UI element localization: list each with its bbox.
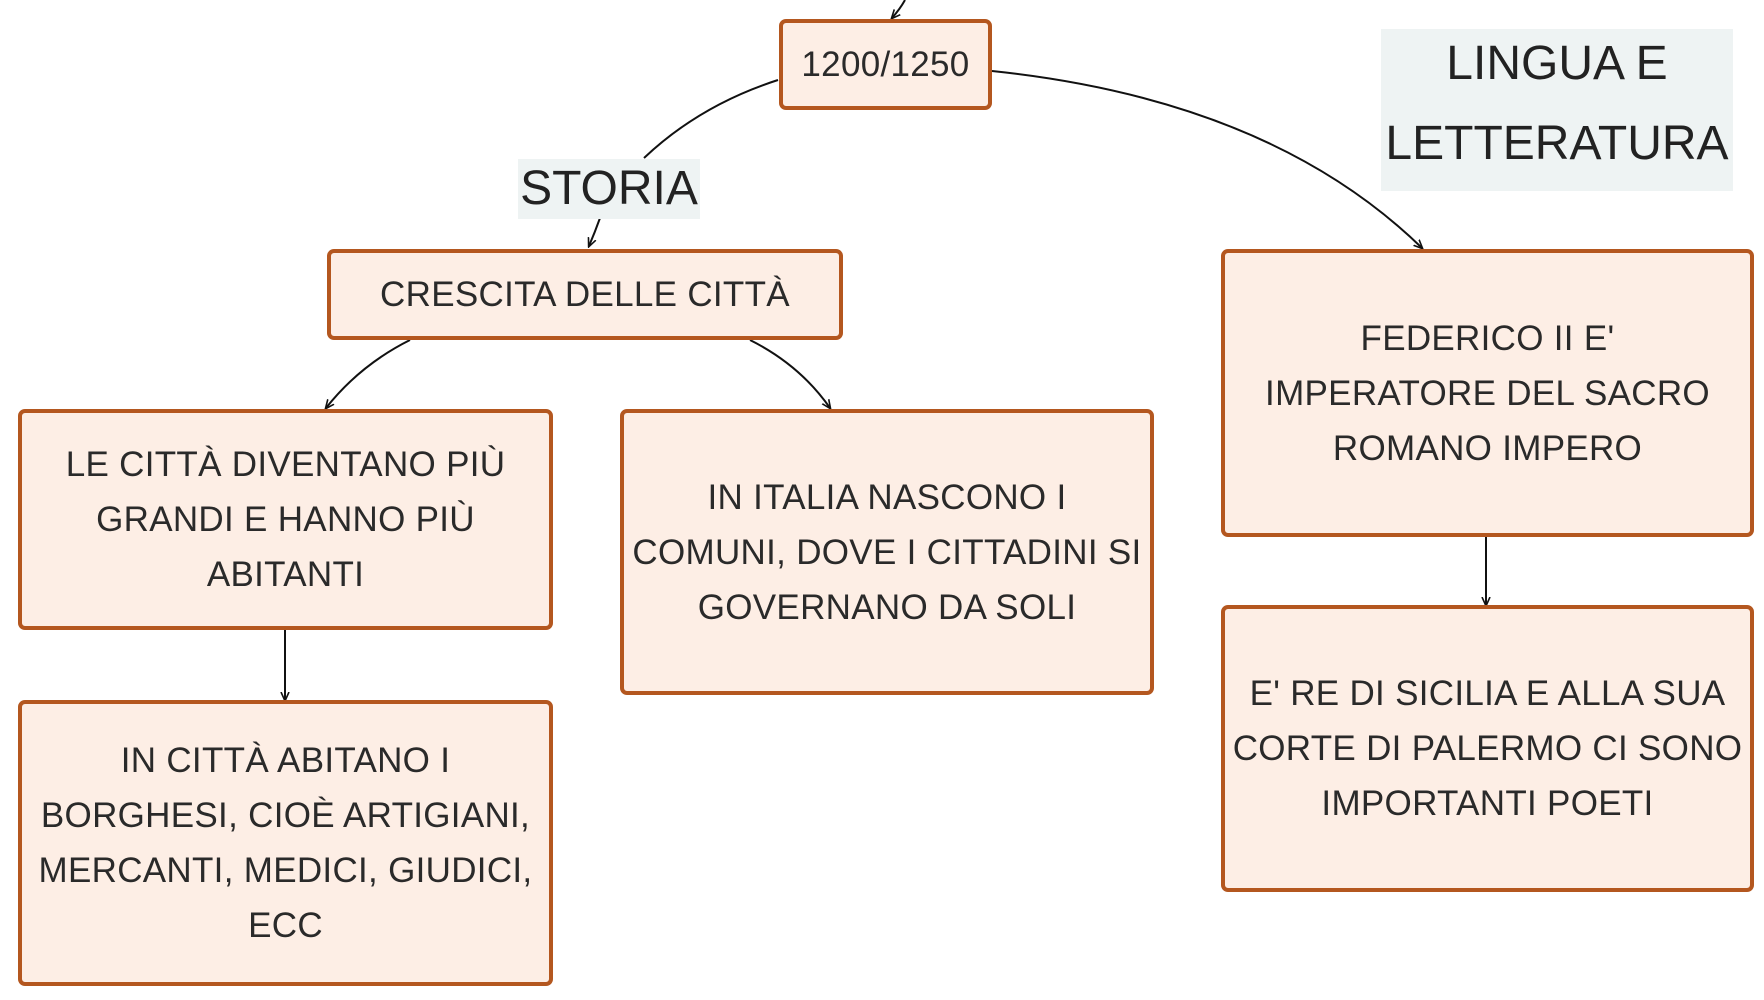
connector-root-to-federico — [991, 70, 1422, 248]
label-lingua-line2: LETTERATURA — [1385, 117, 1729, 170]
node-federico-ii[interactable]: FEDERICO II E' IMPERATORE DEL SACRO ROMA… — [1221, 249, 1754, 537]
connector-crescita-to-comuni — [749, 339, 830, 408]
connector-storia-to-crescita — [589, 217, 601, 246]
connector-top-incoming — [892, 0, 906, 18]
node-citta-grandi[interactable]: LE CITTÀ DIVENTANO PIÙ GRANDI E HANNO PI… — [18, 409, 553, 630]
label-storia: STORIA — [518, 159, 700, 219]
connector-crescita-to-citta-grandi — [326, 339, 411, 408]
node-crescita-delle-citta[interactable]: CRESCITA DELLE CITTÀ — [327, 249, 843, 340]
node-borghesi[interactable]: IN CITTÀ ABITANO I BORGHESI, CIOÈ ARTIGI… — [18, 700, 553, 986]
node-re-di-sicilia[interactable]: E' RE DI SICILIA E ALLA SUA CORTE DI PAL… — [1221, 605, 1754, 892]
connector-root-to-storia — [643, 79, 779, 159]
node-root-period[interactable]: 1200/1250 — [779, 19, 992, 110]
label-lingua-line1: LINGUA E — [1446, 37, 1668, 90]
node-comuni[interactable]: IN ITALIA NASCONO I COMUNI, DOVE I CITTA… — [620, 409, 1154, 695]
label-storia-text: STORIA — [520, 162, 698, 215]
label-lingua-letteratura: LINGUA E LETTERATURA — [1381, 29, 1733, 191]
